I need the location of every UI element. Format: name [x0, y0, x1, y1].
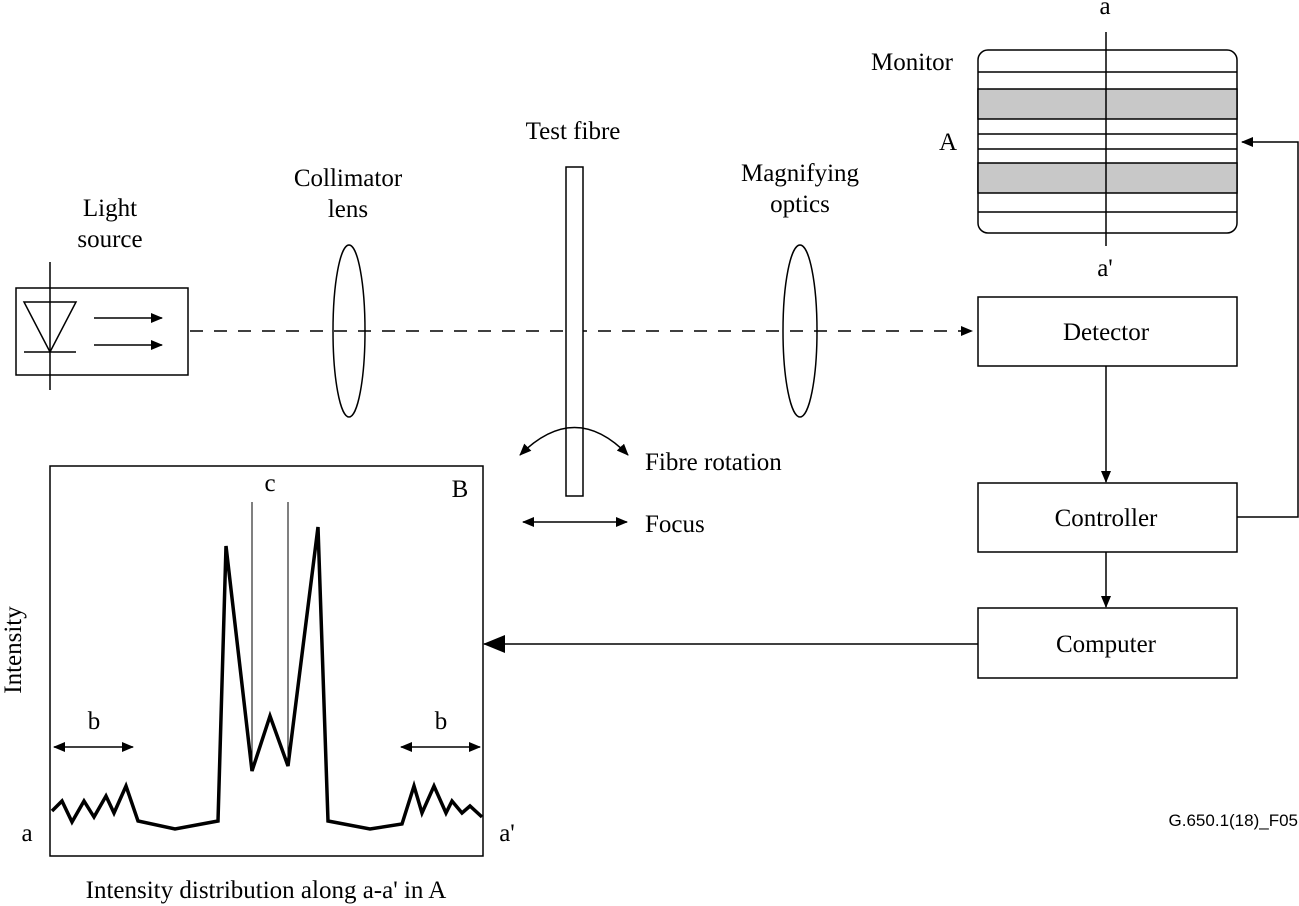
collimator-lens-label: lens	[328, 196, 368, 223]
plot-y-axis-label: Intensity	[0, 606, 27, 694]
figure-id: G.650.1(18)_F05	[1169, 811, 1298, 830]
monitor-a-label: a	[1099, 0, 1110, 20]
detector-box	[977, 296, 1238, 367]
intensity-plot	[49, 465, 484, 857]
plot-b-label-left: b	[88, 708, 101, 735]
controller-to-monitor-arrow	[1237, 137, 1299, 518]
plot-b-marker: B	[452, 476, 469, 503]
plot-a-label: a	[21, 820, 32, 847]
monitor-label: Monitor	[871, 49, 954, 76]
plot-b-label-right: b	[435, 708, 448, 735]
computer-label: Computer	[1056, 631, 1157, 658]
test-fibre-label: Test fibre	[526, 118, 621, 145]
intensity-profile	[50, 526, 484, 831]
light-source-label: source	[77, 226, 142, 253]
fibre-rotation-label: Fibre rotation	[645, 449, 782, 476]
monitor-band	[977, 88, 1238, 120]
plot-caption: Intensity distribution along a-a' in A	[86, 877, 447, 904]
diode-icon	[22, 262, 78, 390]
magnifying-optics-label: optics	[770, 191, 830, 218]
light-source-box	[15, 287, 189, 376]
detector-label: Detector	[1063, 319, 1150, 346]
monitor	[977, 32, 1238, 246]
monitor-a-prime-label: a'	[1097, 255, 1113, 282]
controller-label: Controller	[1055, 505, 1158, 532]
test-fibre	[565, 166, 584, 497]
monitor-screen	[977, 49, 1238, 234]
fibre-rotation-arrow	[519, 426, 629, 456]
magnifying-lens	[782, 244, 818, 418]
plot-c-label: c	[264, 470, 275, 497]
light-source	[15, 262, 189, 390]
focus-label: Focus	[645, 511, 705, 538]
monitor-a-marker: A	[939, 129, 957, 156]
light-source-label: Light	[83, 195, 137, 222]
collimator-lens	[332, 244, 366, 418]
magnifying-optics-label: Magnifying	[741, 160, 860, 187]
plot-a-prime-label: a'	[499, 820, 515, 847]
collimator-lens-label: Collimator	[294, 165, 403, 192]
monitor-band	[977, 162, 1238, 194]
computer-box	[977, 607, 1238, 679]
